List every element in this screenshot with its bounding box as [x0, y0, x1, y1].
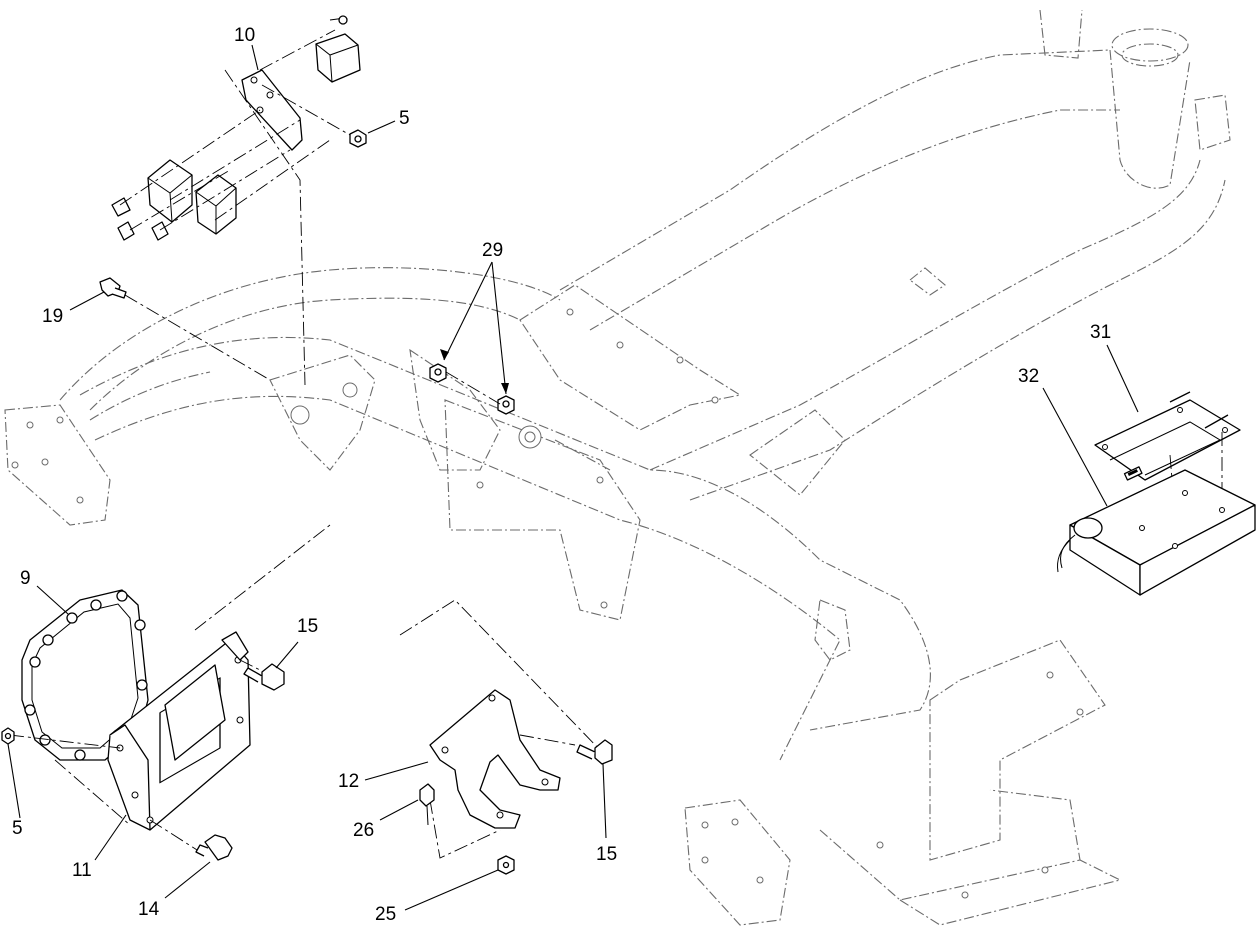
grommet-parts: [429, 363, 515, 415]
leader-14: [164, 861, 211, 899]
bolt-15-upper: [243, 663, 285, 691]
callout-5-upper: 5: [399, 108, 410, 129]
callout-31: 31: [1090, 322, 1111, 343]
callout-19: 19: [42, 306, 63, 327]
callout-29: 29: [482, 240, 503, 261]
bolt-14: [195, 834, 233, 861]
module-assembly: [1057, 391, 1256, 596]
nut-5-lower: [1, 727, 15, 745]
relay-bracket-assembly: [111, 15, 367, 386]
nut-25: [497, 855, 515, 875]
leader-29-b: [491, 261, 507, 395]
callout-labels: 10 5 29 19 31 32 9 15 5 11 14 12 26 15 2…: [12, 25, 1111, 925]
leader-5-lower: [7, 743, 21, 819]
callout-5-lower: 5: [12, 818, 23, 839]
mounting-plate-11: [9, 524, 331, 856]
callout-12: 12: [338, 771, 359, 792]
bolt-19: [99, 277, 271, 381]
callout-15-lower: 15: [596, 844, 617, 865]
leader-15-lower: [602, 763, 607, 839]
leader-15-upper: [275, 641, 299, 669]
leader-29-a: [443, 261, 493, 361]
callout-10: 10: [234, 25, 255, 46]
leader-10: [251, 44, 259, 71]
bolt-15-lower: [576, 739, 613, 765]
callout-26: 26: [353, 820, 374, 841]
leader-32: [1042, 387, 1108, 507]
leader-5-upper: [367, 120, 396, 134]
leader-31: [1106, 344, 1139, 413]
screw-26: [419, 783, 435, 826]
callout-9: 9: [20, 568, 31, 589]
leader-9: [36, 585, 69, 615]
bracket-12: [399, 599, 601, 859]
callout-11: 11: [72, 860, 92, 881]
leader-12: [364, 761, 429, 781]
vehicle-frame: [4, 9, 1231, 926]
leader-25: [404, 869, 499, 911]
callout-leaders: [7, 44, 1139, 911]
callout-25: 25: [375, 904, 396, 925]
leader-19: [69, 291, 105, 311]
callout-32: 32: [1018, 366, 1039, 387]
leader-26: [379, 799, 419, 821]
callout-14: 14: [138, 899, 160, 920]
leader-11: [94, 814, 127, 861]
callout-15-upper: 15: [297, 616, 318, 637]
